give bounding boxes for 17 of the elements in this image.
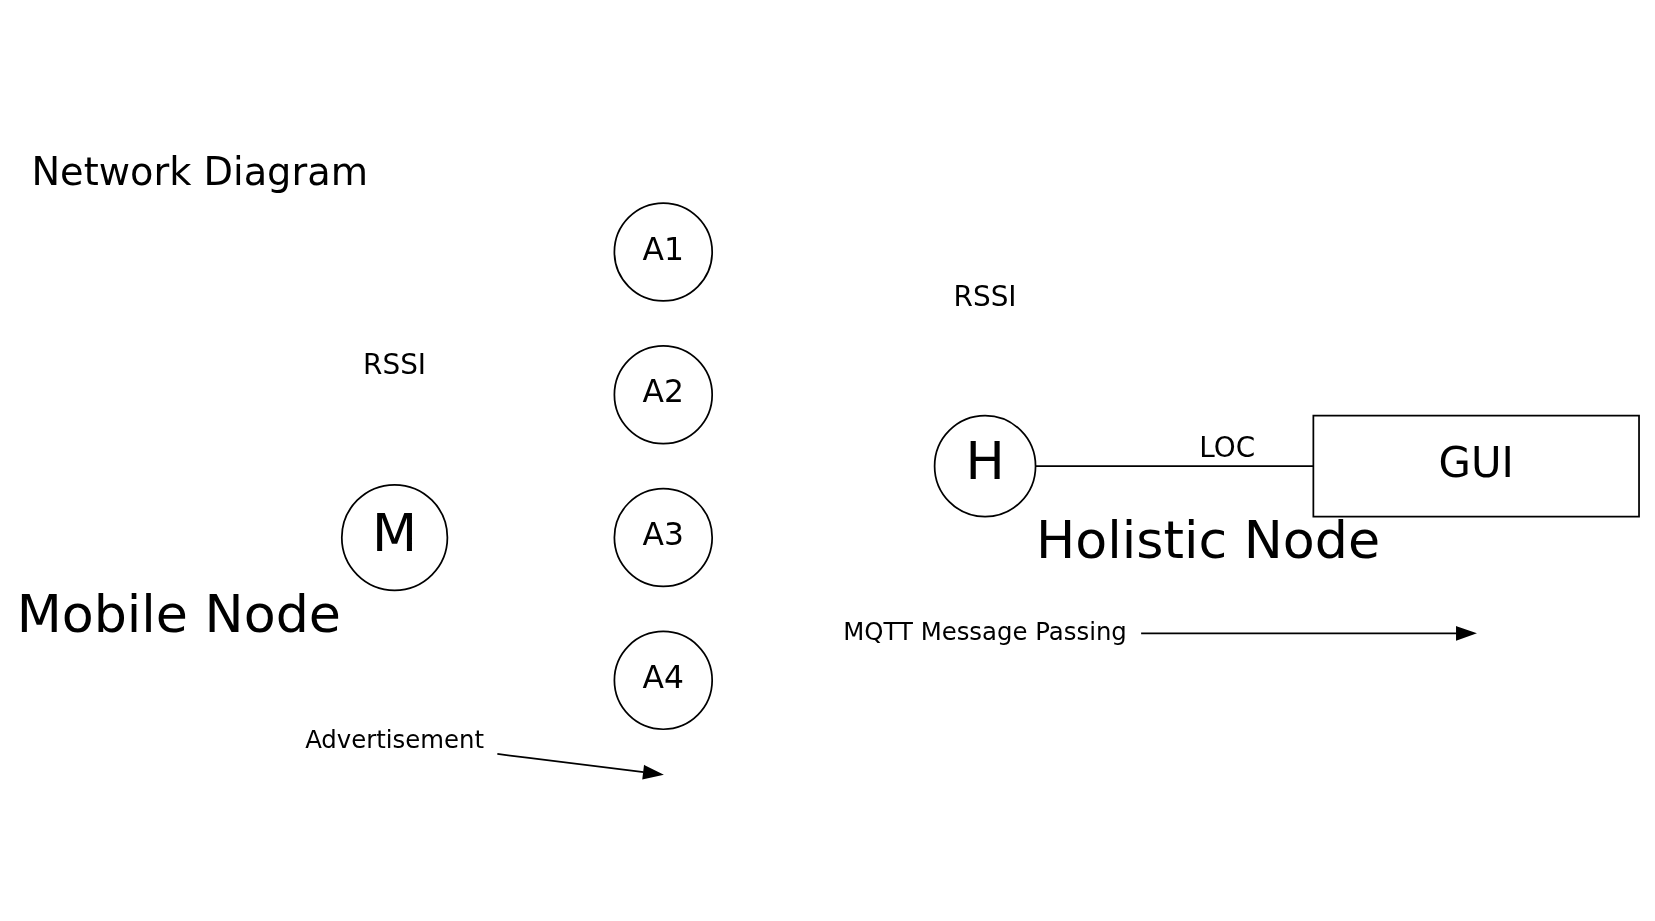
node-label: Mobile Node	[16, 583, 341, 644]
label: RSSI	[953, 279, 1017, 313]
edge-label: LOC	[1199, 430, 1256, 464]
node-circle: A2	[613, 344, 714, 444]
node-circle: A3	[613, 487, 714, 587]
label: RSSI	[363, 347, 427, 381]
connector	[1034, 464, 1314, 467]
arrow	[496, 752, 664, 779]
node-box: GUI	[1312, 414, 1640, 518]
arrow	[1140, 625, 1477, 641]
node-circle: H	[933, 414, 1037, 517]
node-circle: M	[340, 483, 449, 591]
node-circle: A1	[613, 201, 714, 302]
node-text: Advertisement	[305, 724, 485, 754]
node-text: MQTT Message Passing	[843, 616, 1127, 646]
diagram-title: Network Diagram	[31, 148, 368, 194]
node-circle: A4	[613, 630, 714, 730]
